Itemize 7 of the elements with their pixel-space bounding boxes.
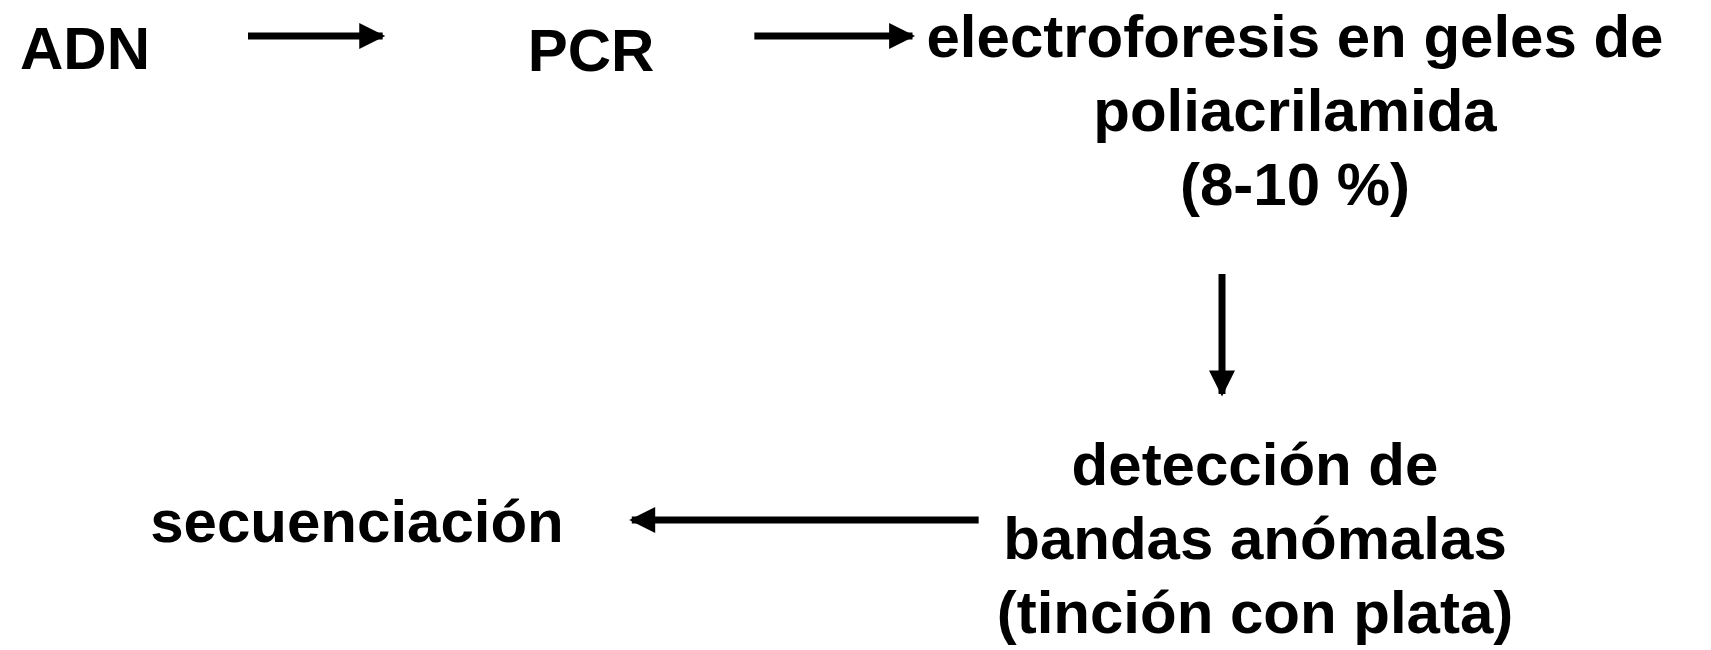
step-note: (8-10 %)	[1178, 150, 1412, 220]
step-label: PCR	[526, 16, 656, 86]
step-label: electroforesis en geles de poliacrilamida	[925, 2, 1665, 146]
step-label: ADN	[19, 14, 151, 84]
step-label: secuenciación	[149, 487, 565, 557]
step-note: (tinción con plata)	[995, 578, 1515, 648]
step-label: detección de bandas anómalas	[1002, 430, 1508, 574]
